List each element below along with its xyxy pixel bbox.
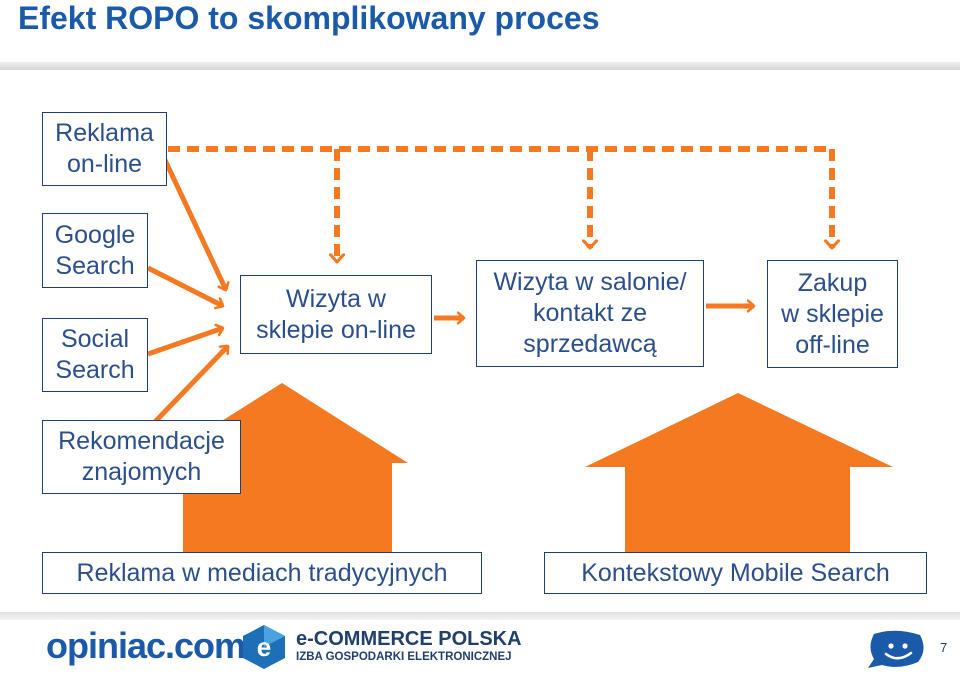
page-title: Efekt ROPO to skomplikowany proces (18, 0, 600, 36)
smiley-speech-bubble-icon (868, 630, 924, 668)
box-rekomendacje: Rekomendacje znajomych (42, 420, 241, 494)
arrow-rekomendacje-to-online-visit (150, 344, 230, 427)
title-divider (0, 62, 960, 70)
box-reklama-online: Reklama on-line (42, 112, 167, 186)
arrow-social-to-online-visit (147, 328, 223, 357)
box-showroom-visit: Wizyta w salonie/ kontakt ze sprzedawcą (476, 260, 704, 367)
footer-divider (0, 612, 960, 620)
box-online-visit: Wizyta w sklepie on-line (240, 275, 432, 354)
page-number: 7 (940, 640, 948, 655)
arrow-reklama-to-online-visit (162, 158, 226, 290)
box-traditional-media: Reklama w mediach tradycyjnych (42, 552, 482, 594)
svg-text:e: e (257, 632, 271, 662)
ecommerce-logo-name: e-COMMERCE POLSKA (296, 628, 522, 650)
opiniac-logo: opiniac.com (46, 625, 246, 666)
ecommerce-logo-mark: e (243, 625, 285, 669)
upward-arrow-mobile-search (585, 393, 893, 552)
box-google-search: Google Search (42, 213, 148, 288)
box-offline-purchase: Zakup w sklepie off-line (767, 260, 898, 368)
ecommerce-logo-subtitle: IZBA GOSPODARKI ELEKTRONICZNEJ (296, 651, 512, 663)
box-social-search: Social Search (42, 318, 148, 392)
arrow-google-to-online-visit (146, 265, 223, 306)
box-mobile-search: Kontekstowy Mobile Search (544, 552, 927, 594)
